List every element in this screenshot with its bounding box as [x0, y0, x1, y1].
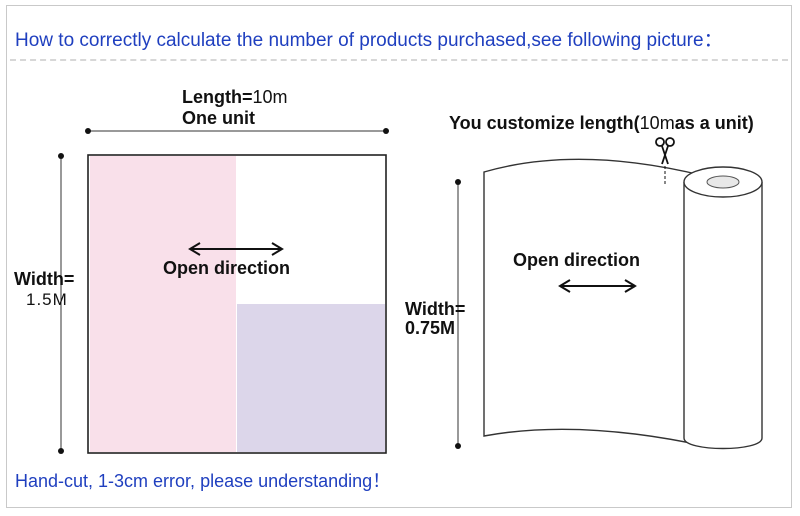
page-title: How to correctly calculate the number of…: [15, 30, 723, 51]
left-sheet: [87, 154, 387, 454]
customize-length-label: You customize length(10mas a unit): [449, 113, 754, 134]
customize-prefix: You customize length(: [449, 113, 640, 133]
right-width-dimension: [455, 179, 461, 449]
left-open-direction-label: Open direction: [163, 258, 291, 278]
right-width-label: Width=: [405, 299, 466, 319]
length-label-text: Length=: [182, 87, 253, 107]
left-width-value: 1.5M: [26, 290, 68, 309]
roll-body: [683, 182, 763, 450]
customize-value: 10m: [639, 113, 675, 133]
left-direction-arrow: [188, 242, 284, 256]
right-width-value: 0.75M: [405, 318, 456, 338]
pink-panel: [90, 156, 236, 452]
right-open-direction-label: Open direction: [513, 250, 641, 270]
scissors-icon: [655, 137, 675, 184]
footer-note: Hand-cut, 1-3cm error, please understand…: [15, 471, 391, 491]
left-width-dimension: [58, 153, 64, 454]
title-divider: [10, 59, 788, 61]
unrolled-sheet: [483, 158, 706, 447]
lavender-panel: [237, 304, 385, 452]
left-width-label: Width=: [14, 269, 75, 289]
roll-core: [706, 175, 740, 189]
length-value: 10m: [252, 87, 288, 107]
length-label: Length=10m: [182, 87, 288, 108]
right-direction-arrow: [558, 279, 637, 293]
length-dimension: [85, 128, 389, 134]
outer-frame: [6, 5, 792, 508]
wallpaper-roll: [483, 158, 763, 450]
customize-suffix: as a unit): [674, 113, 754, 133]
one-unit-label: One unit: [182, 108, 255, 128]
sheet-outline: [87, 154, 387, 454]
